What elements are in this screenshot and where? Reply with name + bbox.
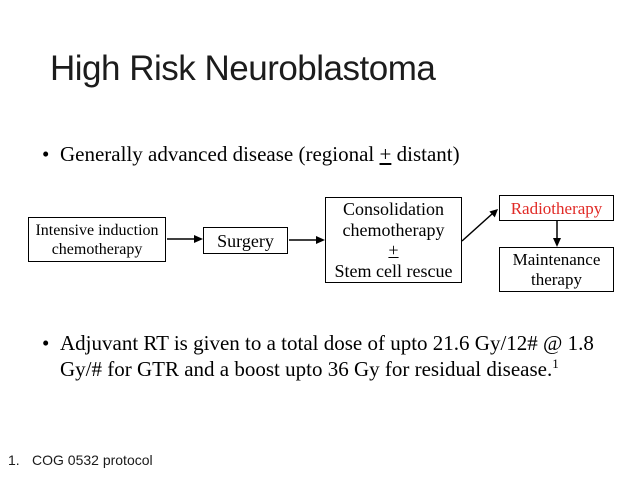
box-intensive-induction-chemotherapy: Intensive induction chemotherapy: [28, 217, 166, 262]
box-line: Intensive induction: [35, 221, 159, 239]
plus-minus-symbol: +: [388, 240, 399, 260]
box-line: Radiotherapy: [510, 198, 603, 218]
bullet-advanced-disease: • Generally advanced disease (regional +…: [42, 141, 460, 168]
slide-title: High Risk Neuroblastoma: [50, 49, 436, 88]
bullet-marker: •: [42, 331, 50, 355]
bullet-adjuvant-rt: • Adjuvant RT is given to a total dose o…: [42, 330, 627, 382]
box-maintenance-therapy: Maintenance therapy: [499, 247, 614, 292]
footnote-number: 1.: [8, 452, 20, 468]
footnote-text: COG 0532 protocol: [32, 452, 153, 468]
bullet-text-line: Adjuvant RT is given to a total dose of …: [60, 331, 594, 355]
bullet-marker: •: [42, 142, 50, 166]
box-line: Stem cell rescue: [334, 260, 453, 281]
plus-minus-symbol: +: [379, 142, 392, 166]
arrow-surgery-to-consolidation: [289, 236, 325, 244]
box-line: Consolidation: [342, 199, 444, 219]
bullet-text-line: Gy/# for GTR and a boost upto 36 Gy for …: [60, 356, 594, 382]
box-line: chemotherapy: [342, 219, 445, 240]
box-line: therapy: [531, 269, 582, 289]
arrow-consolidation-to-radiotherapy: [461, 209, 498, 242]
arrow-radiotherapy-to-maintenance: [553, 221, 561, 247]
box-consolidation-chemotherapy-stem-cell-rescue: Consolidation chemotherapy + Stem cell r…: [325, 197, 462, 283]
bullet-text-segment: Generally advanced disease (regional: [60, 142, 380, 166]
box-surgery: Surgery: [203, 227, 288, 254]
bullet-text-segment: Gy/# for GTR and a boost upto 36 Gy for …: [60, 357, 553, 381]
bullet-adjuvant-rt-text: Adjuvant RT is given to a total dose of …: [60, 330, 594, 382]
box-line: Maintenance: [512, 249, 601, 269]
bullet-advanced-disease-text: Generally advanced disease (regional + d…: [60, 141, 460, 168]
footnote: 1. COG 0532 protocol: [8, 452, 153, 468]
box-line: Surgery: [217, 230, 274, 251]
bullet-text-segment: distant): [391, 142, 460, 166]
box-radiotherapy: Radiotherapy: [499, 195, 614, 221]
arrow-induction-to-surgery: [167, 235, 203, 243]
footnote-reference: 1: [552, 356, 559, 371]
box-line: chemotherapy: [51, 240, 143, 258]
